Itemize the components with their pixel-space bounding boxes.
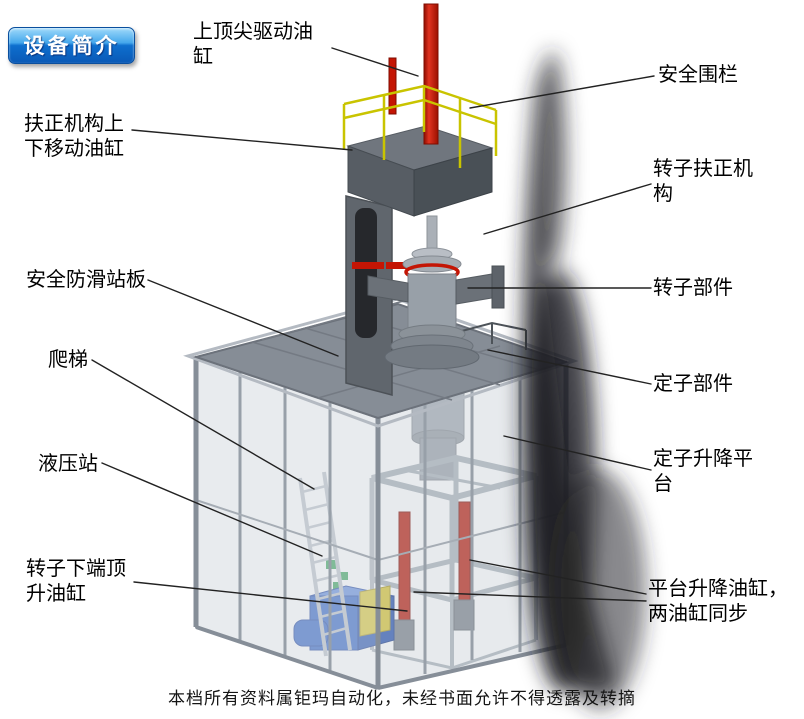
leader-stator-part (487, 349, 652, 385)
label-hydraulic-station: 液压站 (38, 453, 98, 475)
safety-fence-railing (342, 84, 498, 168)
platform-lift-cylinders-red (393, 501, 475, 651)
label-centering-cylinder: 扶正机构上下移动油缸 (24, 113, 124, 160)
label-antislip-platform: 安全防滑站板 (26, 269, 146, 291)
label-rotor-jack-cylinder: 转子下端顶升油缸 (26, 558, 126, 605)
footer-copyright: 本档所有资料属钜玛自动化，未经书面允许不得透露及转摘 (168, 689, 636, 708)
rotor-assembly (367, 215, 505, 370)
leader-antislip-platform (147, 279, 339, 357)
label-safety-fence: 安全围栏 (658, 64, 738, 86)
label-top-cylinder: 上顶尖驱动油缸 (193, 21, 313, 68)
leader-rotor-jack (133, 581, 408, 612)
leader-hydraulic-station (101, 462, 323, 557)
equipment-intro-badge: 设备简介 (8, 27, 135, 64)
shadow-smudge (522, 50, 646, 710)
leader-platform-cylinder-2 (413, 591, 647, 602)
label-stator-part: 定子部件 (653, 373, 733, 395)
leader-ladder (91, 359, 315, 490)
label-rotor-centering: 转子扶正机构 (653, 158, 753, 205)
leader-safety-fence (469, 75, 655, 109)
leader-lines (91, 47, 655, 612)
leader-centering-cylinder (131, 129, 353, 151)
label-rotor-part: 转子部件 (653, 277, 733, 299)
leader-top-cylinder (331, 47, 419, 77)
top-drive-cylinder-rods (388, 3, 439, 145)
leader-platform-cylinder-1 (469, 559, 647, 595)
leader-stator-platform (503, 435, 652, 471)
leader-rotor-centering (483, 183, 652, 235)
label-platform-cylinders: 平台升降油缸，两油缸同步 (648, 578, 788, 625)
label-ladder: 爬梯 (48, 349, 88, 371)
label-stator-platform: 定子升降平台 (653, 448, 753, 495)
